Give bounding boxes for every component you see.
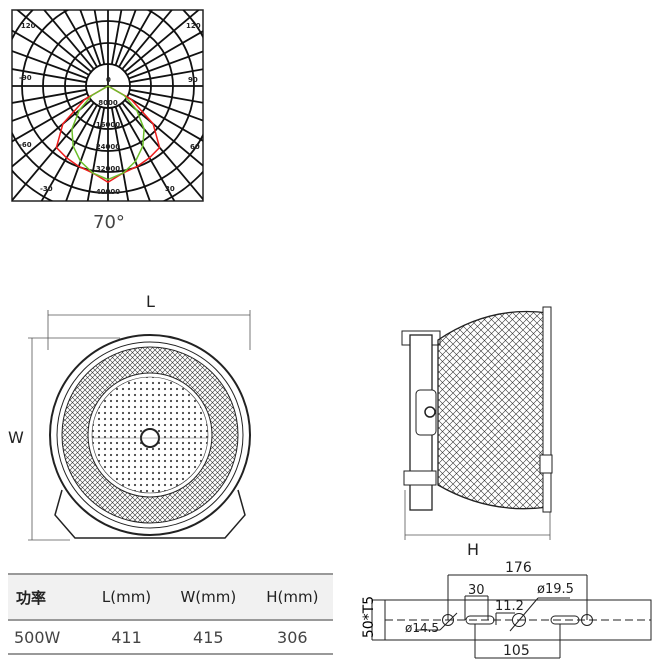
polar-spoke — [126, 96, 203, 142]
bracket-large-hole-dim: ø19.5 — [537, 582, 574, 597]
cell-l: 411 — [88, 620, 165, 655]
polar-spoke — [79, 10, 102, 66]
polar-spoke — [124, 10, 200, 73]
angle-label: -120 — [18, 22, 36, 30]
table-header-row: 功率 L(mm) W(mm) H(mm) — [8, 573, 333, 621]
polar-spoke — [129, 68, 203, 84]
bracket-slot-length-dim: 30 — [468, 583, 485, 598]
front-view-drawing — [28, 310, 251, 541]
polar-spoke — [128, 50, 203, 80]
angle-label: 120 — [186, 22, 201, 30]
polar-spoke — [43, 10, 95, 70]
polar-spoke — [129, 88, 203, 104]
bracket-drawing — [371, 574, 652, 659]
bracket-slot-width-dim: 11.2 — [495, 599, 524, 614]
polar-series-C0-180 — [55, 85, 161, 184]
polar-spoke — [126, 30, 203, 76]
polar-spoke — [12, 50, 88, 80]
polar-spoke — [121, 10, 173, 70]
header-power: 功率 — [8, 573, 89, 621]
polar-spoke — [93, 10, 106, 65]
polar-candela-diagram: -120 120 -90 90 -60 60 -30 30 0 8000 160… — [11, 9, 204, 202]
polar-spoke — [40, 104, 98, 201]
polar-spoke — [12, 88, 87, 104]
polar-spoke — [12, 92, 88, 122]
ring-label: 40000 — [96, 188, 120, 196]
polar-spoke — [12, 68, 87, 84]
dimension-h-label: H — [467, 540, 480, 559]
polar-spoke — [114, 106, 151, 201]
polar-spoke — [12, 102, 95, 201]
spec-table: 功率 L(mm) W(mm) H(mm) 500W 411 415 306 — [8, 573, 333, 655]
polar-spoke — [12, 99, 92, 168]
dimension-w-label: W — [8, 428, 24, 447]
angle-label: -30 — [40, 185, 53, 193]
polar-spoke — [128, 92, 203, 122]
polar-spoke — [65, 106, 102, 201]
ring-label: 16000 — [96, 121, 120, 129]
cell-power: 500W — [8, 620, 89, 655]
header-w: W(mm) — [165, 573, 252, 621]
polar-spoke — [12, 29, 90, 76]
polar-spoke — [124, 99, 203, 167]
header-l: L(mm) — [88, 573, 165, 621]
polar-spoke — [121, 102, 203, 201]
polar-series-C90-270 — [71, 85, 145, 181]
bracket-small-hole-dim: ø14.5 — [405, 621, 440, 635]
polar-spoke — [118, 104, 176, 201]
center-label: 0 — [106, 76, 111, 84]
ring-label: 8000 — [98, 99, 118, 107]
cell-h: 306 — [251, 620, 333, 655]
angle-label: 30 — [165, 185, 175, 193]
polar-spoke — [12, 96, 90, 143]
angle-label: -60 — [19, 141, 32, 149]
bracket-thickness-label: 50*T5 — [357, 596, 381, 638]
polar-spoke — [86, 107, 106, 201]
dimension-l-label: L — [146, 292, 155, 311]
polar-spoke — [114, 10, 137, 66]
bracket-slot-spacing-dim: 105 — [503, 643, 530, 659]
polar-spoke — [110, 10, 123, 65]
bracket-thickness-text: 50*T5 — [361, 595, 377, 639]
side-view-drawing — [401, 306, 553, 540]
header-h: H(mm) — [251, 573, 333, 621]
table-row: 500W 411 415 306 — [8, 620, 333, 655]
angle-label: 60 — [190, 143, 200, 151]
bracket-overall-dim: 176 — [505, 560, 532, 576]
ring-label: 32000 — [96, 165, 120, 173]
ring-label: 24000 — [96, 143, 120, 151]
angle-label: -90 — [19, 74, 32, 82]
angle-label: 90 — [188, 76, 198, 84]
cell-w: 415 — [165, 620, 252, 655]
polar-spoke — [63, 10, 98, 68]
polar-spoke — [16, 10, 92, 73]
beam-angle-label: 70° — [93, 212, 125, 233]
polar-spoke — [118, 10, 153, 68]
polar-spoke — [110, 107, 130, 201]
